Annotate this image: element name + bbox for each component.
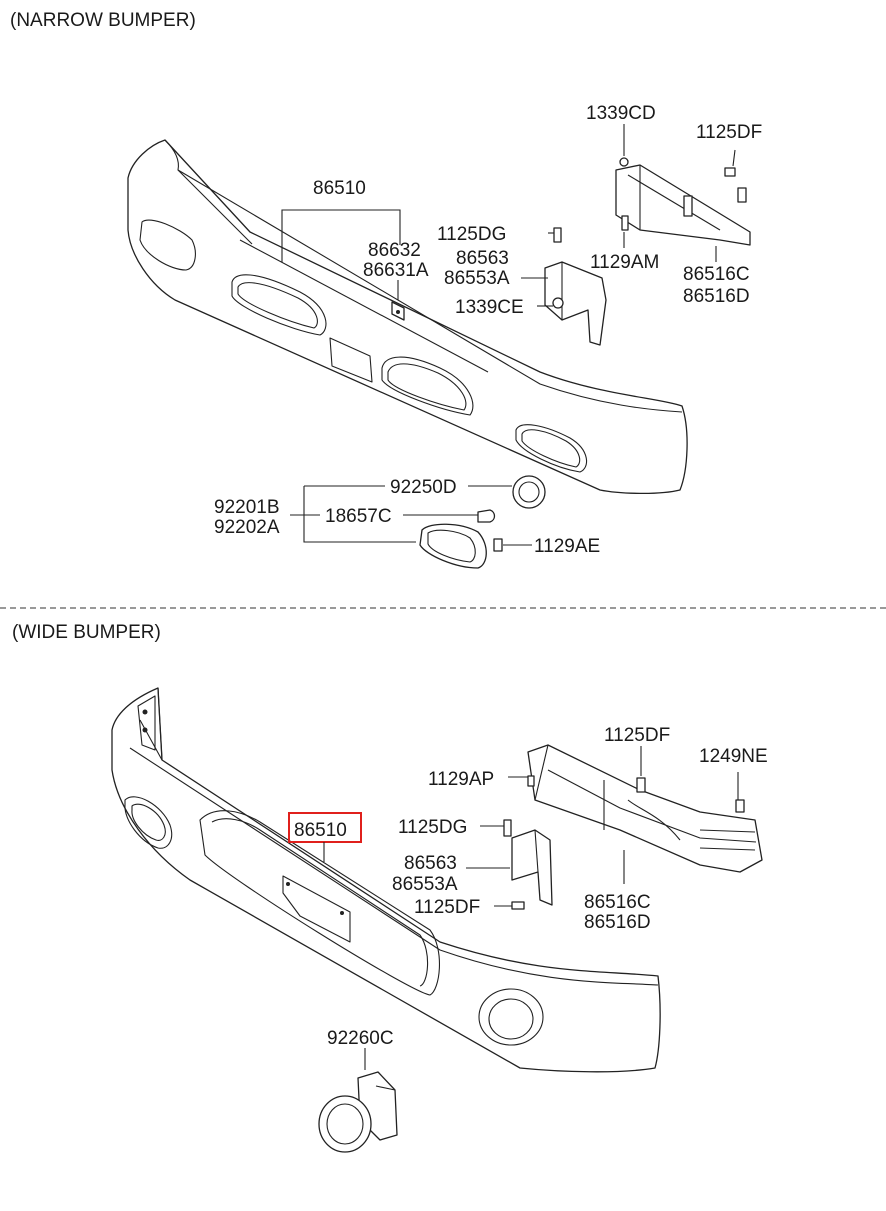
wide-label-1125dg: 1125DG (398, 817, 467, 838)
narrow-label-86516d: 86516D (683, 286, 750, 307)
narrow-bulb[interactable] (477, 509, 496, 523)
narrow-label-86510: 86510 (313, 178, 366, 199)
narrow-label-86632: 86632 (368, 240, 421, 261)
wide-label-86553a: 86553A (392, 874, 458, 895)
wide-fog-lamp[interactable] (318, 1071, 398, 1153)
narrow-label-1129ae: 1129AE (534, 536, 600, 557)
narrow-label-92202a: 92202A (214, 517, 280, 538)
narrow-label-92250d: 92250D (390, 477, 457, 498)
narrow-label-1125dg: 1125DG (437, 224, 506, 245)
narrow-label-1339cd: 1339CD (586, 103, 656, 124)
narrow-label-18657c: 18657C (325, 506, 392, 527)
narrow-label-1129am: 1129AM (590, 252, 659, 273)
narrow-mounting-bracket[interactable] (544, 227, 607, 346)
wide-label-1129ap: 1129AP (428, 769, 494, 790)
highlight-box (288, 812, 362, 843)
narrow-bumper-stay[interactable] (615, 157, 751, 246)
narrow-clip-part[interactable] (391, 301, 405, 321)
wide-leader-lines (323, 746, 739, 1070)
narrow-label-86553a: 86553A (444, 268, 510, 289)
narrow-label-1125df: 1125DF (696, 122, 762, 143)
wide-label-86516d: 86516D (584, 912, 651, 933)
wide-mounting-bracket[interactable] (503, 819, 553, 910)
narrow-fog-lamp[interactable] (419, 523, 503, 569)
wide-label-86510: 86510 (294, 820, 347, 841)
narrow-seal-ring[interactable] (512, 475, 546, 509)
wide-label-86516c: 86516C (584, 892, 651, 913)
wide-bumper-stay[interactable] (527, 744, 763, 873)
wide-label-86563: 86563 (404, 853, 457, 874)
narrow-label-86516c: 86516C (683, 264, 750, 285)
narrow-label-92201b: 92201B (214, 497, 280, 518)
wide-label-1125df-top: 1125DF (604, 725, 670, 746)
wide-label-92260c: 92260C (327, 1028, 394, 1049)
wide-label-1249ne: 1249NE (699, 746, 768, 767)
narrow-section-title: (NARROW BUMPER) (10, 10, 196, 31)
narrow-leader-lines (281, 124, 736, 546)
wide-label-1125df-low: 1125DF (414, 897, 480, 918)
wide-bumper-cover[interactable] (111, 687, 661, 1073)
narrow-label-86563: 86563 (456, 248, 509, 269)
wide-section-title: (WIDE BUMPER) (12, 622, 161, 643)
narrow-label-86631a: 86631A (363, 260, 429, 281)
narrow-label-1339ce: 1339CE (455, 297, 524, 318)
narrow-bumper-cover[interactable] (127, 139, 688, 495)
